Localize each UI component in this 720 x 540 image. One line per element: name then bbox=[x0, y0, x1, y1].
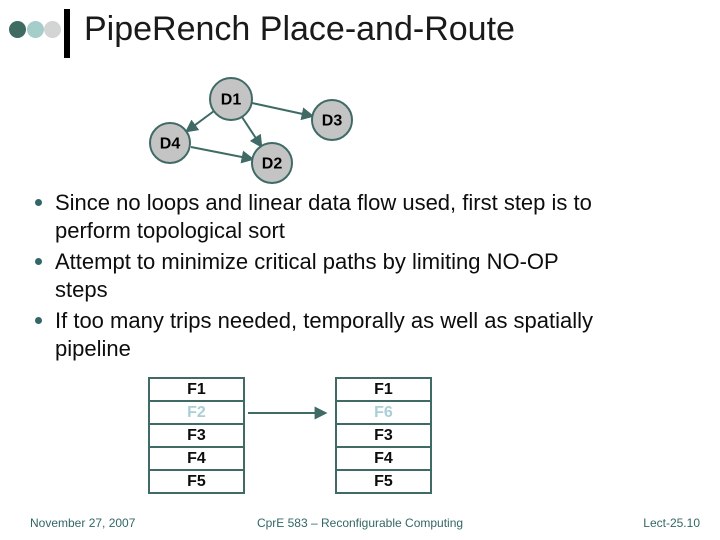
bullet-line: Attempt to minimize critical paths by li… bbox=[55, 249, 559, 274]
table-row: F5 bbox=[335, 469, 432, 494]
table-row-highlighted: F6 bbox=[335, 400, 432, 425]
node-d1-label: D1 bbox=[221, 92, 242, 109]
table-row: F4 bbox=[335, 446, 432, 471]
bullet-list: Since no loops and linear data flow used… bbox=[26, 189, 698, 366]
edge-d1-d4 bbox=[184, 110, 215, 133]
bullet-item: Attempt to minimize critical paths by li… bbox=[26, 248, 698, 304]
bullet-item: If too many trips needed, temporally as … bbox=[26, 307, 698, 363]
node-d3-label: D3 bbox=[322, 113, 343, 130]
bullet-line: If too many trips needed, temporally as … bbox=[55, 308, 594, 333]
table-row: F3 bbox=[335, 423, 432, 448]
bullet-line: Since no loops and linear data flow used… bbox=[55, 190, 592, 215]
node-d3: D3 bbox=[311, 99, 353, 141]
footer-date: November 27, 2007 bbox=[30, 516, 136, 530]
node-d1: D1 bbox=[209, 77, 253, 121]
bullet-text: If too many trips needed, temporally as … bbox=[55, 307, 593, 363]
edge-d1-d3 bbox=[251, 102, 315, 121]
bullet-icon bbox=[35, 199, 42, 206]
stage-cell: F4 bbox=[335, 446, 432, 471]
stage-cell: F5 bbox=[335, 469, 432, 494]
bullet-icon bbox=[35, 317, 42, 324]
stage-cell: F1 bbox=[148, 377, 245, 402]
stage-cell: F2 bbox=[148, 400, 245, 425]
stage-cell: F4 bbox=[148, 446, 245, 471]
slide-title: PipeRench Place-and-Route bbox=[84, 10, 515, 48]
table-row: F3 bbox=[148, 423, 245, 448]
bullet-text: Attempt to minimize critical paths by li… bbox=[55, 248, 559, 304]
table-row: F1 bbox=[148, 377, 245, 402]
transform-arrow-icon bbox=[248, 406, 328, 420]
stage-cell: F5 bbox=[148, 469, 245, 494]
footer-lecture-number: Lect-25.10 bbox=[643, 516, 700, 530]
dataflow-diagram: D1 D3 D4 D2 bbox=[149, 77, 353, 184]
edge-d1-d2 bbox=[241, 116, 263, 149]
node-d2-label: D2 bbox=[262, 156, 283, 173]
bullet-line: perform topological sort bbox=[55, 218, 285, 243]
stage-table-after: F1 F6 F3 F4 F5 bbox=[335, 377, 432, 494]
logo-vertical-bar bbox=[64, 9, 70, 58]
stage-table-before: F1 F2 F3 F4 F5 bbox=[148, 377, 245, 494]
logo-dot-gray-icon bbox=[44, 21, 61, 38]
bullet-icon bbox=[35, 258, 42, 265]
logo-dot-teal-icon bbox=[27, 21, 44, 38]
footer-course: CprE 583 – Reconfigurable Computing bbox=[256, 516, 464, 530]
stage-cell: F3 bbox=[148, 423, 245, 448]
bullet-item: Since no loops and linear data flow used… bbox=[26, 189, 698, 245]
table-row-highlighted: F2 bbox=[148, 400, 245, 425]
edge-d4-d2 bbox=[190, 146, 255, 164]
stage-cell: F1 bbox=[335, 377, 432, 402]
table-row: F4 bbox=[148, 446, 245, 471]
table-row: F1 bbox=[335, 377, 432, 402]
bullet-line: pipeline bbox=[55, 336, 131, 361]
bullet-line: steps bbox=[55, 277, 108, 302]
stage-cell: F3 bbox=[335, 423, 432, 448]
logo-dot-dark-icon bbox=[9, 21, 26, 38]
node-d4-label: D4 bbox=[160, 136, 181, 153]
table-row: F5 bbox=[148, 469, 245, 494]
node-d2: D2 bbox=[251, 142, 293, 184]
bullet-text: Since no loops and linear data flow used… bbox=[55, 189, 592, 245]
stage-cell: F6 bbox=[335, 400, 432, 425]
node-d4: D4 bbox=[149, 122, 191, 164]
